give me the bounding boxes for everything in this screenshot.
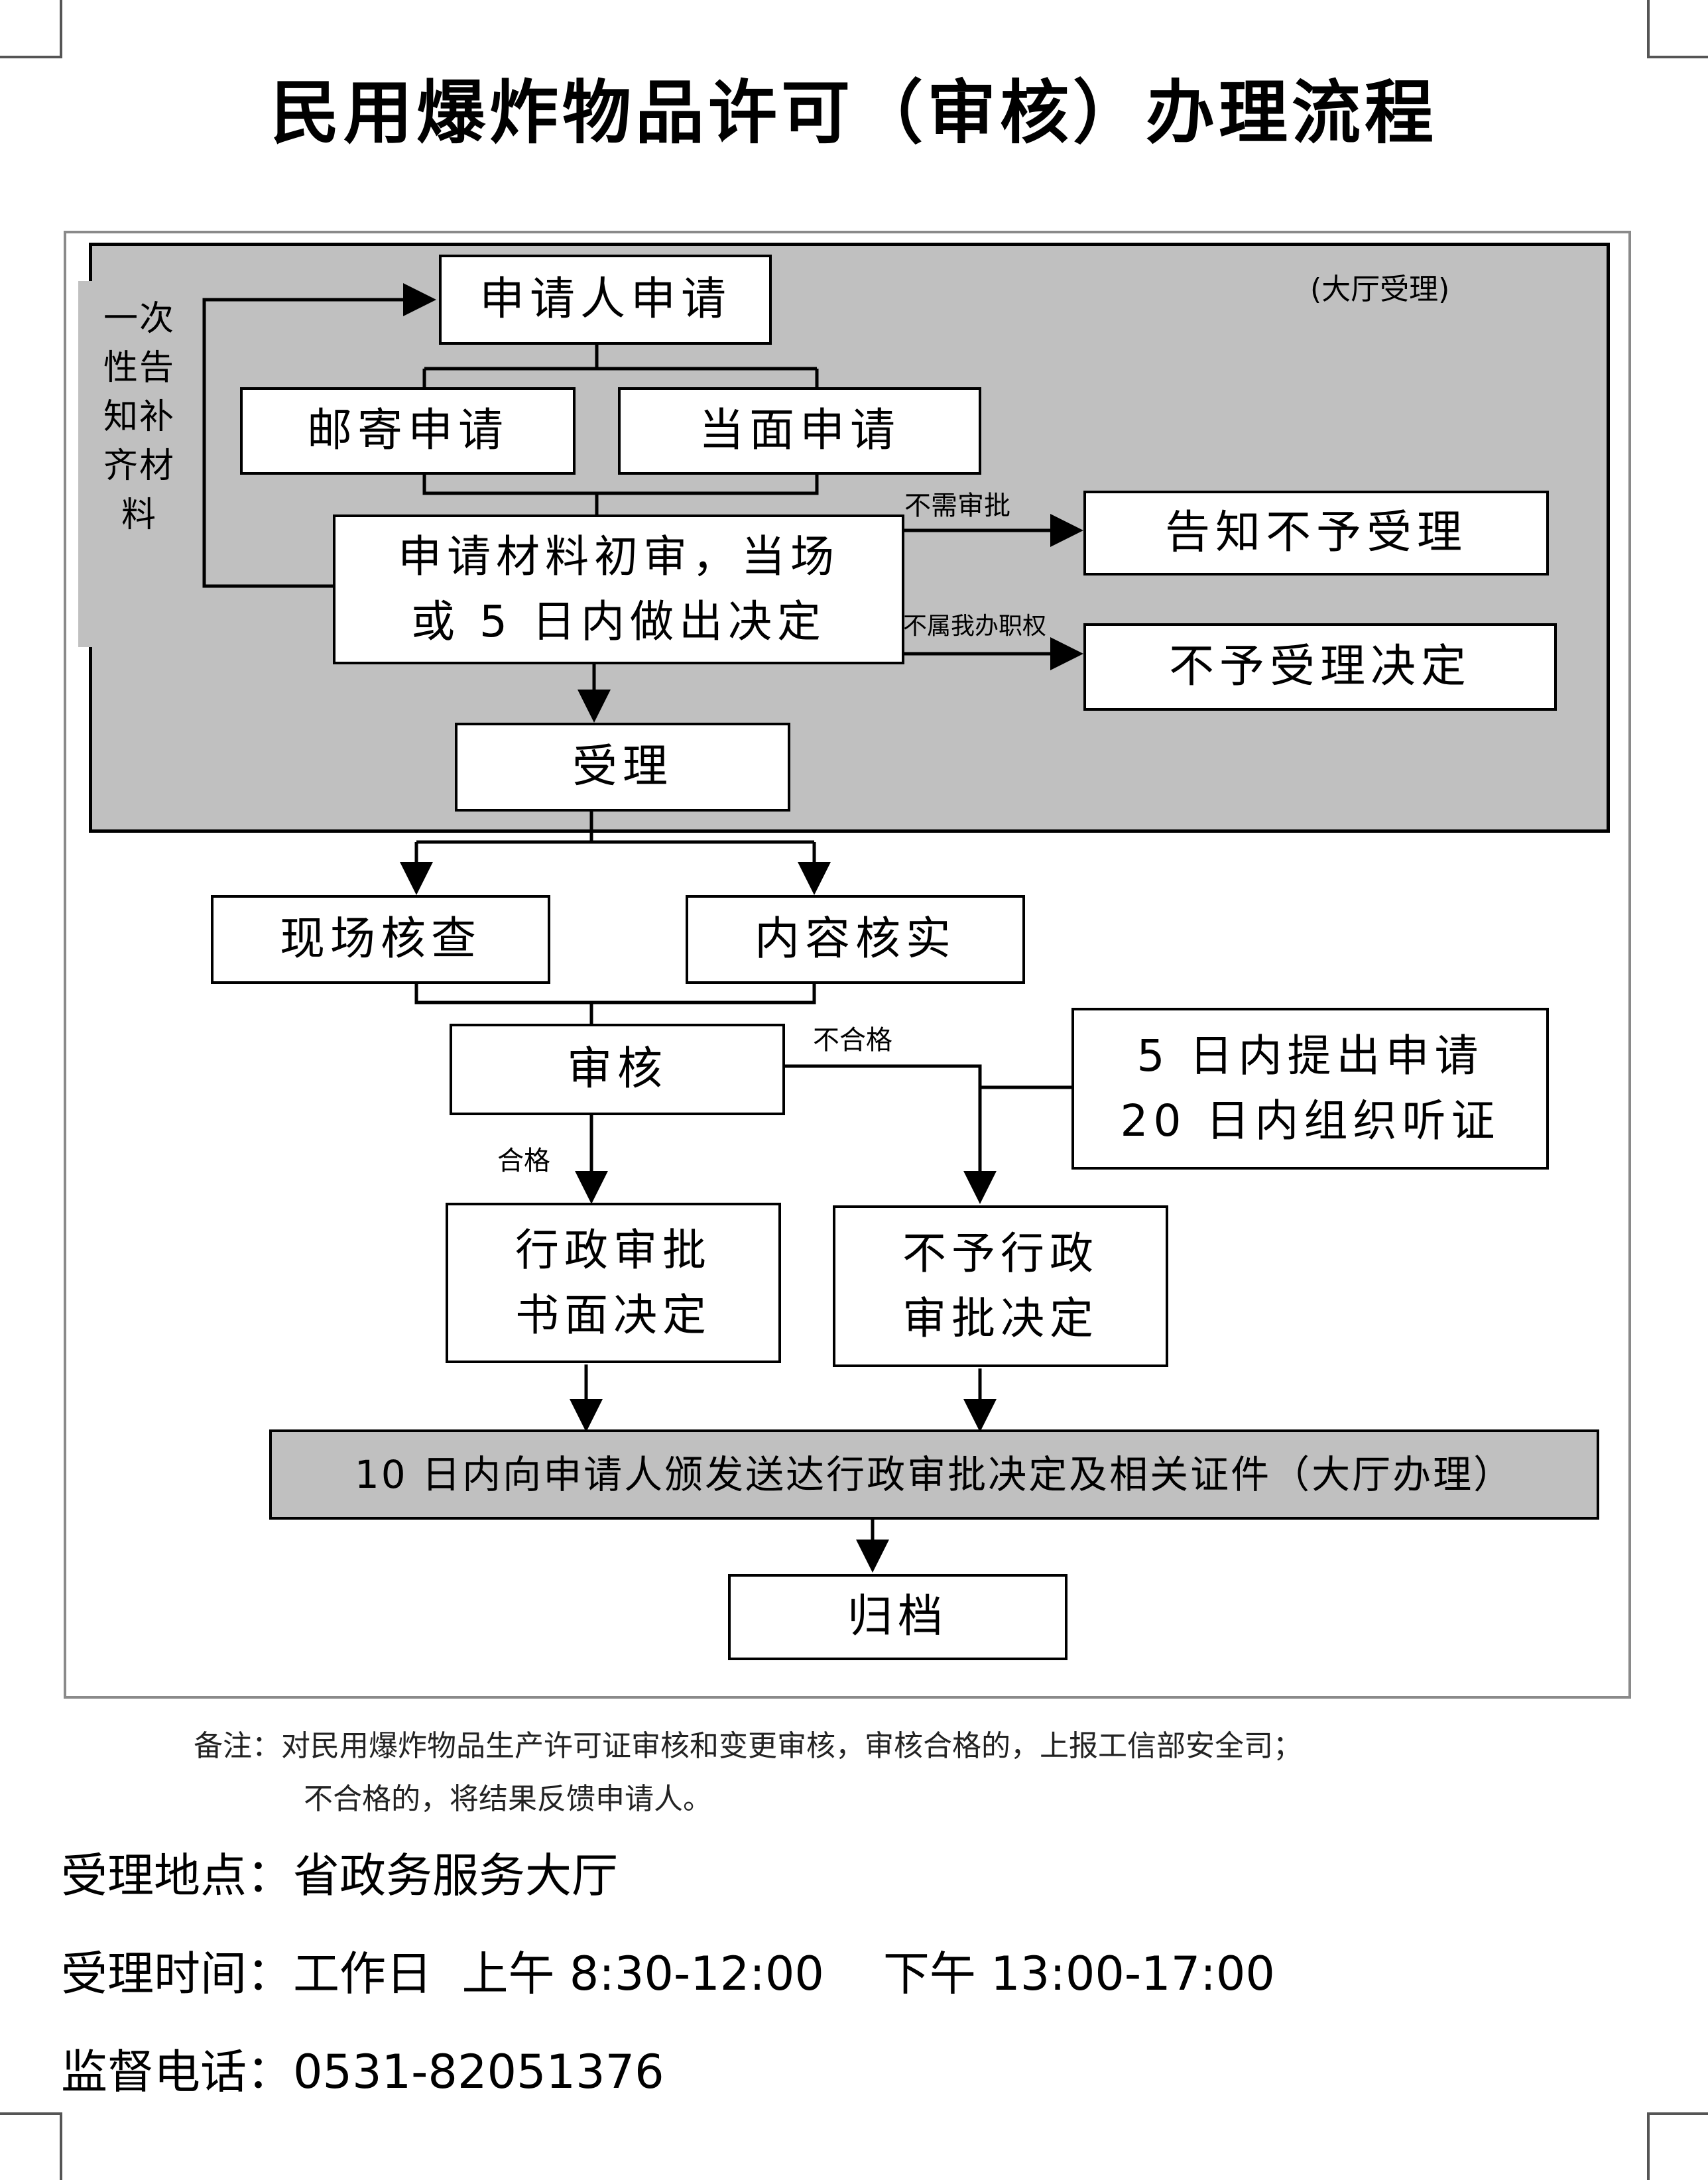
crop-mark-top-right-h <box>1647 56 1708 58</box>
info-time-value: 工作日 上午 8:30-12:00 下午 13:00-17:00 <box>293 1947 1275 2001</box>
node-preliminary-review-line: 申请材料初审，当场 <box>398 531 839 582</box>
node-reject-decision: 不予受理决定 <box>1083 623 1557 711</box>
node-notify-reject: 告知不予受理 <box>1083 491 1549 575</box>
node-onsite-check: 现场核查 <box>211 895 550 984</box>
edge-label-no-approval: 不需审批 <box>904 491 1010 521</box>
node-accept: 受理 <box>455 723 790 812</box>
crop-mark-bottom-left-h <box>0 2112 62 2115</box>
node-archive: 归档 <box>728 1574 1068 1660</box>
info-time-label: 受理时间： <box>61 1947 293 2001</box>
side-note-strip <box>78 281 101 647</box>
remark-line: 不合格的，将结果反馈申请人。 <box>304 1782 712 1816</box>
node-approve-decision: 行政审批 书面决定 <box>446 1203 781 1363</box>
info-place: 受理地点：省政务服务大厅 <box>61 1846 618 1906</box>
node-approve-decision-line: 行政审批 <box>515 1225 711 1276</box>
crop-mark-top-left-v <box>60 0 62 58</box>
info-phone-label: 监督电话： <box>61 2045 293 2099</box>
node-mail-apply: 邮寄申请 <box>240 387 576 475</box>
side-note-line: 齐材 <box>103 446 175 486</box>
info-time: 受理时间：工作日 上午 8:30-12:00 下午 13:00-17:00 <box>61 1944 1275 2004</box>
info-place-value: 省政务服务大厅 <box>293 1848 618 1903</box>
node-apply: 申请人申请 <box>439 255 772 345</box>
node-issue-certificate: 10 日内向申请人颁发送达行政审批决定及相关证件（大厅办理） <box>269 1429 1599 1520</box>
node-hearing-line: 5 日内提出申请 <box>1136 1030 1484 1081</box>
crop-mark-bottom-left-v <box>60 2112 62 2180</box>
remark-line: 备注：对民用爆炸物品生产许可证审核和变更审核，审核合格的，上报工信部安全司； <box>194 1729 1302 1763</box>
crop-mark-bottom-right-v <box>1647 2112 1650 2180</box>
edge-label-fail: 不合格 <box>813 1025 892 1056</box>
side-note-line: 性告 <box>103 348 175 388</box>
node-audit: 审核 <box>450 1024 785 1115</box>
node-deny-decision: 不予行政 审批决定 <box>833 1205 1168 1367</box>
node-content-verify: 内容核实 <box>686 895 1025 984</box>
node-hearing: 5 日内提出申请 20 日内组织听证 <box>1071 1008 1549 1170</box>
info-phone: 监督电话：0531-82051376 <box>61 2042 664 2102</box>
edge-label-not-in-scope: 不属我办职权 <box>903 613 1047 640</box>
node-inperson-apply: 当面申请 <box>618 387 981 475</box>
info-place-label: 受理地点： <box>61 1848 293 1903</box>
node-preliminary-review-line: 或 5 日内做出决定 <box>411 596 826 647</box>
page-title: 民用爆炸物品许可（审核）办理流程 <box>270 72 1437 153</box>
side-note: 一次 性告 知补 齐材 料 <box>99 294 179 540</box>
node-deny-decision-line: 不予行政 <box>902 1228 1099 1279</box>
side-note-line: 一次 <box>103 299 175 339</box>
side-note-line: 知补 <box>103 397 175 437</box>
crop-mark-top-left-h <box>0 56 62 58</box>
crop-mark-top-right-v <box>1647 0 1650 58</box>
side-note-line: 料 <box>121 495 157 535</box>
node-approve-decision-line: 书面决定 <box>515 1290 711 1341</box>
crop-mark-bottom-right-h <box>1647 2112 1708 2115</box>
edge-label-pass: 合格 <box>497 1146 550 1176</box>
node-hearing-line: 20 日内组织听证 <box>1120 1095 1500 1146</box>
hall-note: (大厅受理) <box>1310 272 1450 306</box>
info-phone-value: 0531-82051376 <box>293 2045 664 2099</box>
node-deny-decision-line: 审批决定 <box>902 1293 1099 1344</box>
node-preliminary-review: 申请材料初审，当场 或 5 日内做出决定 <box>333 515 904 664</box>
